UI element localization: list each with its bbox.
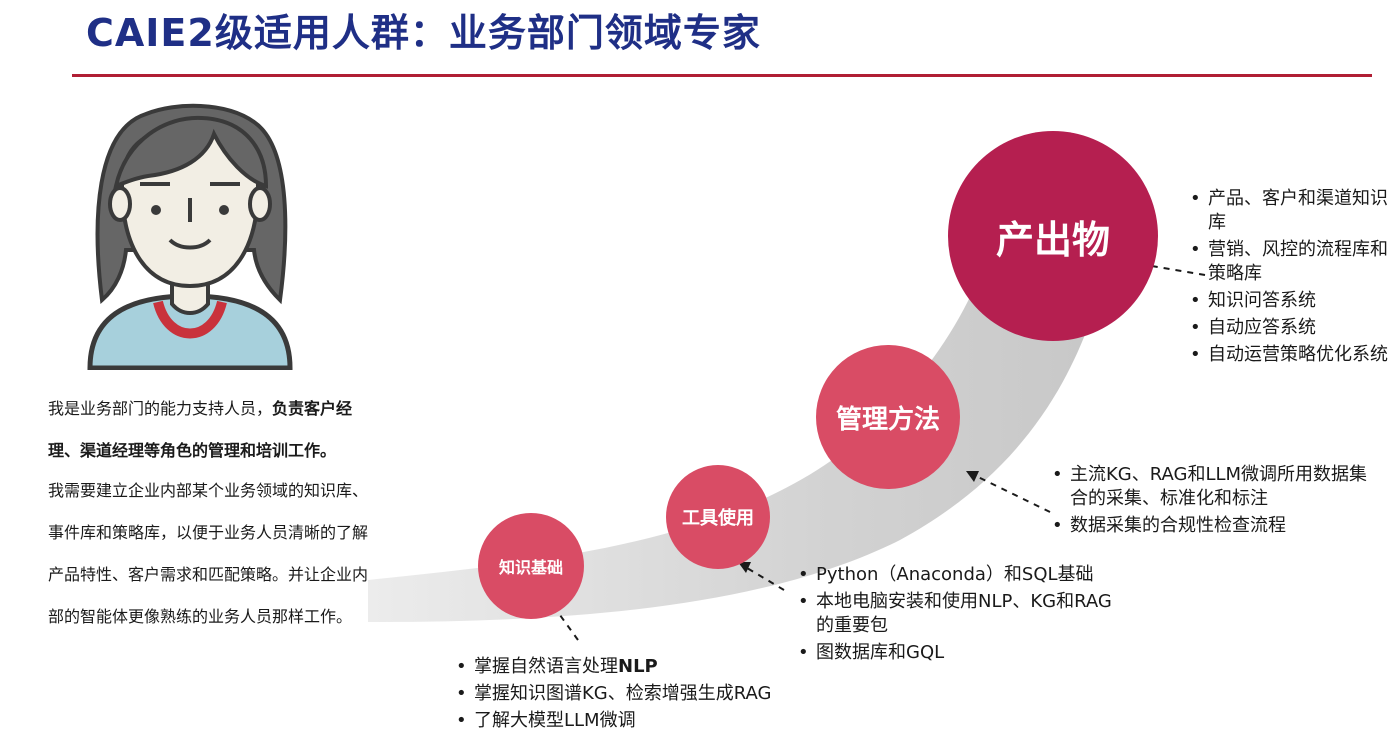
- list-item: 自动运营策略优化系统: [1190, 343, 1395, 367]
- list-item: 营销、风控的流程库和策略库: [1190, 238, 1395, 286]
- connector-method: [971, 473, 1051, 513]
- intro-text: 我是业务部门的能力支持人员，负责客户经理、渠道经理等角色的管理和培训工作。 我需…: [48, 388, 368, 638]
- title-divider: [72, 74, 1372, 77]
- progress-track: [368, 210, 1110, 622]
- intro-text-bold: 负责客户经理、渠道经理等角色的管理和培训工作。: [48, 399, 353, 460]
- list-item-text: 掌握自然语言处理: [474, 656, 618, 677]
- list-item-emphasis: NLP: [618, 656, 658, 677]
- stage-circle-tools: 工具使用: [666, 465, 770, 569]
- list-item: 产品、客户和渠道知识库: [1190, 187, 1395, 235]
- output-list: 产品、客户和渠道知识库 营销、风控的流程库和策略库 知识问答系统 自动应答系统 …: [1190, 187, 1395, 370]
- list-item: Python（Anaconda）和SQL基础: [798, 563, 1128, 587]
- list-item: 了解大模型LLM微调: [456, 709, 836, 733]
- stage-circle-method: 管理方法: [816, 345, 960, 489]
- avatar-illustration: [87, 103, 293, 370]
- knowledge-list: 掌握自然语言处理NLP 掌握知识图谱KG、检索增强生成RAG 了解大模型LLM微…: [456, 655, 836, 736]
- intro-text-plain: 我是业务部门的能力支持人员，: [48, 399, 273, 418]
- arrowhead-method: [966, 471, 979, 482]
- tools-list: Python（Anaconda）和SQL基础 本地电脑安装和使用NLP、KG和R…: [798, 563, 1128, 668]
- intro-paragraph-1: 我是业务部门的能力支持人员，负责客户经理、渠道经理等角色的管理和培训工作。: [48, 388, 368, 472]
- page-title: CAIE2级适用人群：业务部门领域专家: [86, 11, 761, 55]
- list-item: 掌握知识图谱KG、检索增强生成RAG: [456, 682, 836, 706]
- list-item: 自动应答系统: [1190, 316, 1395, 340]
- stage-circle-knowledge: 知识基础: [478, 513, 584, 619]
- list-item: 掌握自然语言处理NLP: [456, 655, 836, 679]
- list-item: 本地电脑安装和使用NLP、KG和RAG的重要包: [798, 590, 1128, 638]
- intro-paragraph-2: 我需要建立企业内部某个业务领域的知识库、事件库和策略库，以便于业务人员清晰的了解…: [48, 481, 369, 626]
- list-item: 知识问答系统: [1190, 289, 1395, 313]
- method-list: 主流KG、RAG和LLM微调所用数据集合的采集、标准化和标注 数据采集的合规性检…: [1052, 463, 1372, 541]
- connector-tools: [741, 564, 785, 591]
- list-item: 主流KG、RAG和LLM微调所用数据集合的采集、标准化和标注: [1052, 463, 1372, 511]
- stage-circle-output: 产出物: [948, 131, 1158, 341]
- list-item: 图数据库和GQL: [798, 641, 1128, 665]
- list-item: 数据采集的合规性检查流程: [1052, 514, 1372, 538]
- arrowhead-tools: [738, 562, 751, 573]
